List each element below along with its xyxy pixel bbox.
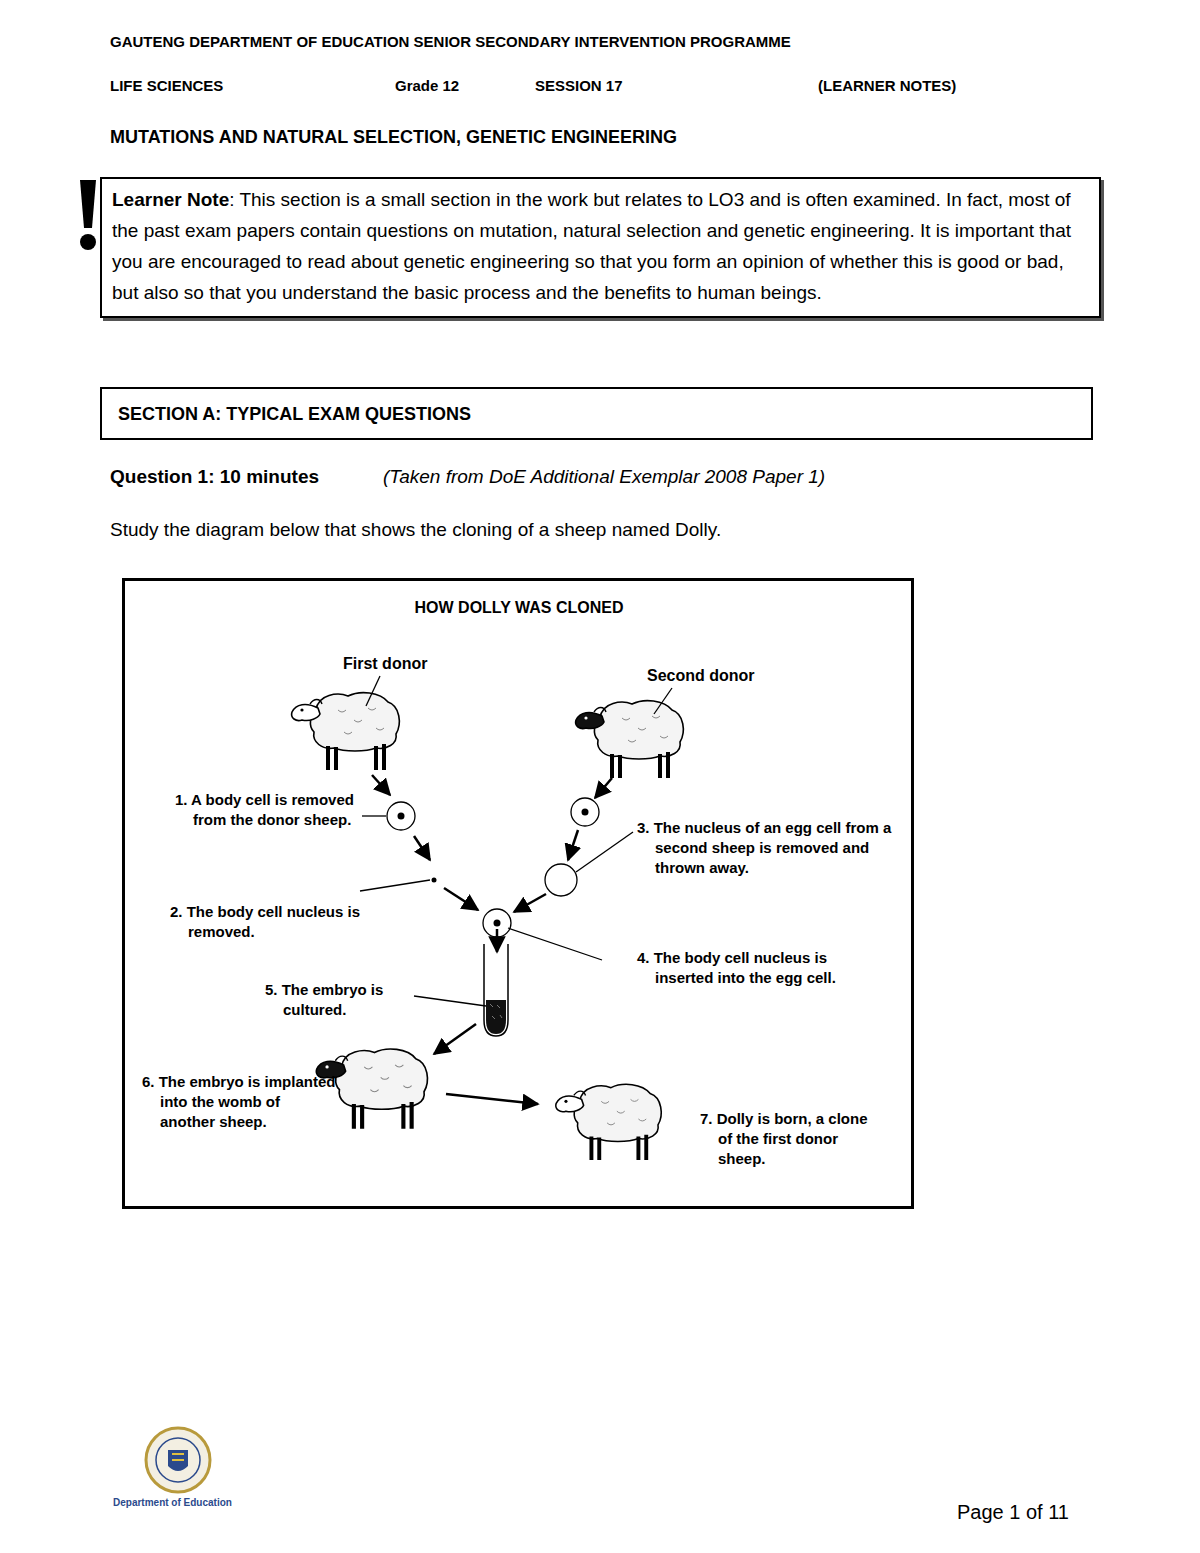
- page-header: GAUTENG DEPARTMENT OF EDUCATION SENIOR S…: [110, 32, 791, 52]
- logo-caption: Department of Education: [113, 1496, 232, 1509]
- question-source: (Taken from DoE Additional Exemplar 2008…: [383, 464, 825, 489]
- topic-heading: MUTATIONS AND NATURAL SELECTION, GENETIC…: [110, 126, 677, 149]
- section-box: SECTION A: TYPICAL EXAM QUESTIONS: [100, 387, 1093, 440]
- test-tube: [484, 929, 508, 1036]
- step-label: 6. The embryo is implanted into the womb…: [142, 1072, 337, 1132]
- question-heading: Question 1: 10 minutes: [110, 464, 319, 489]
- warning-icon: [80, 180, 96, 250]
- step-label: 7. Dolly is born, a clone of the first d…: [700, 1109, 880, 1169]
- session-header: SESSION 17: [535, 76, 623, 96]
- step-label: 4. The body cell nucleus is inserted int…: [637, 948, 837, 988]
- note-heading: Learner Note: [112, 189, 229, 210]
- second-donor-sheep: [576, 701, 684, 778]
- leader-lines: [360, 676, 672, 1006]
- diagram-frame: [124, 580, 913, 1208]
- process-arrows: [372, 775, 612, 1104]
- note-box: Learner Note: This section is a small se…: [100, 177, 1101, 318]
- part-label: Second donor: [647, 665, 755, 686]
- step-label: 1. A body cell is removed from the donor…: [175, 790, 360, 830]
- nuclei: [398, 809, 589, 927]
- first-donor-sheep: [292, 693, 400, 770]
- department-logo: [146, 1428, 210, 1492]
- dolly-sheep: [556, 1084, 661, 1160]
- notes-header: (LEARNER NOTES): [818, 76, 956, 96]
- subject-header: LIFE SCIENCES: [110, 76, 223, 96]
- step-label: 3. The nucleus of an egg cell from a sec…: [637, 818, 892, 878]
- grade-header: Grade 12: [395, 76, 459, 96]
- instruction-text: Study the diagram below that shows the c…: [110, 517, 721, 542]
- cells: [387, 798, 599, 937]
- step-label: 5. The embryo is cultured.: [265, 980, 415, 1020]
- step-label: 2. The body cell nucleus is removed.: [170, 902, 370, 942]
- diagram-title: HOW DOLLY WAS CLONED: [123, 599, 915, 617]
- part-label: First donor: [343, 653, 427, 674]
- box-text: SECTION A: TYPICAL EXAM QUESTIONS: [118, 404, 471, 424]
- box-text: : This section is a small section in the…: [112, 189, 1071, 303]
- page-number: Page 1 of 11: [957, 1499, 1069, 1525]
